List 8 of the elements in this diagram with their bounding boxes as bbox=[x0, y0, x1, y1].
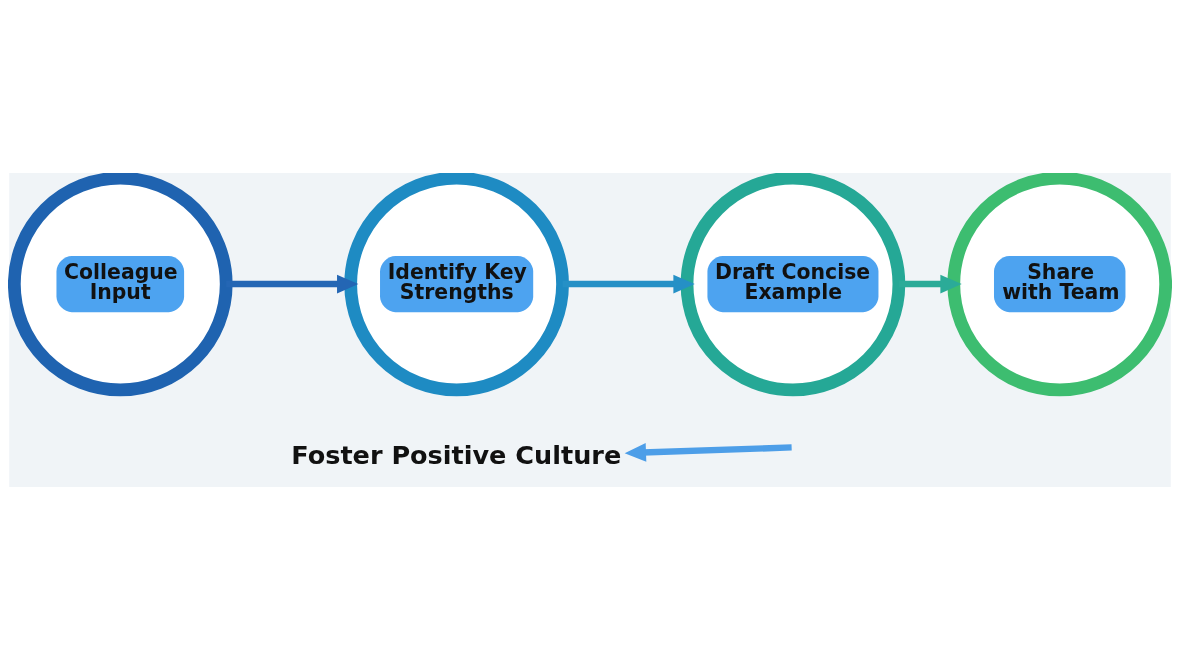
node-circle: Identify Key Strengths bbox=[344, 172, 569, 396]
node-circle: Share with Team bbox=[947, 172, 1172, 396]
arrow bbox=[562, 274, 695, 293]
arrow bbox=[624, 442, 792, 462]
arrow bbox=[899, 274, 962, 293]
node-circle: Colleague Input bbox=[8, 172, 233, 396]
node-text: Foster Positive Culture bbox=[291, 439, 622, 470]
node-circle: Draft Concise Example bbox=[680, 172, 906, 396]
